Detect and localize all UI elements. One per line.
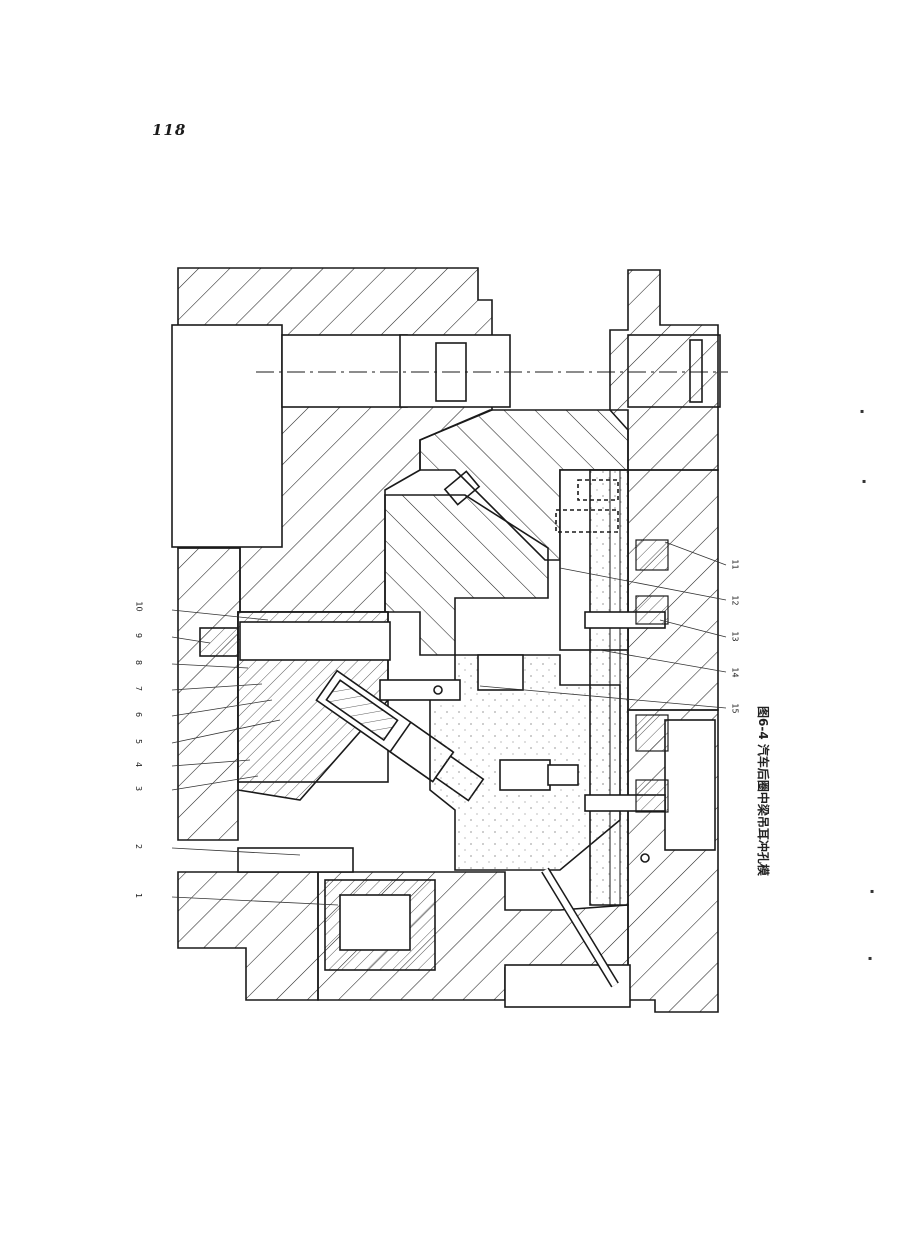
spring-set <box>635 539 669 813</box>
callout-11: 11 <box>730 559 740 570</box>
pin-middle <box>379 679 461 701</box>
margin-speck: ▪ <box>860 408 865 415</box>
margin-speck: ▪ <box>870 888 875 895</box>
margin-speck: ▪ <box>868 955 873 962</box>
callout-leaders-left <box>171 609 339 906</box>
guide-bushing <box>399 334 511 408</box>
stripper-plate <box>589 469 629 906</box>
page-number: 118 <box>152 121 187 139</box>
callout-1: 1 <box>134 892 144 899</box>
lower-die-holder <box>177 547 241 841</box>
upper-cavity <box>171 324 283 548</box>
die-insert <box>477 654 524 691</box>
callout-7: 7 <box>134 685 144 692</box>
callout-8: 8 <box>134 659 144 666</box>
margin-speck: ▪ <box>862 478 867 485</box>
pin-upper <box>239 621 391 661</box>
lower-base-left <box>177 871 319 1001</box>
callout-6: 6 <box>134 711 144 718</box>
pin-lower <box>237 847 354 873</box>
figure-caption: 图6-4 汽车后圈中梁吊耳冲孔模 <box>756 706 770 876</box>
callout-4: 4 <box>134 761 144 768</box>
callout-13: 13 <box>730 631 740 642</box>
guide-post-upper <box>281 334 408 408</box>
cam-slider <box>384 494 549 656</box>
callout-14: 14 <box>730 667 740 678</box>
callout-9: 9 <box>134 632 144 639</box>
callout-12: 12 <box>730 595 740 606</box>
callout-2: 2 <box>134 843 144 850</box>
right-pocket <box>664 719 716 851</box>
callout-5: 5 <box>134 738 144 745</box>
callout-15: 15 <box>730 703 740 714</box>
callout-10: 10 <box>134 601 144 612</box>
callout-3: 3 <box>134 785 144 792</box>
callout-leaders-right <box>479 541 727 709</box>
